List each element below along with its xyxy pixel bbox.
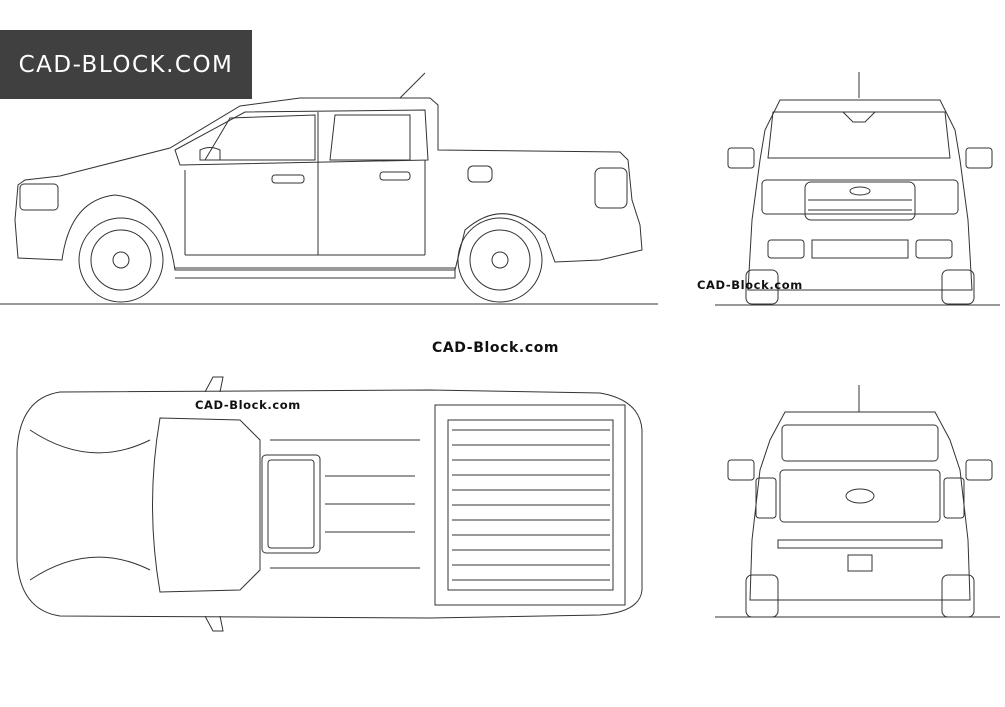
rear-view — [715, 385, 1000, 618]
windshield-top — [152, 417, 261, 593]
front-window — [204, 114, 316, 161]
rear-window — [329, 114, 411, 161]
body-outline — [14, 97, 643, 271]
lower-grille — [811, 239, 909, 259]
front-tire — [941, 269, 975, 305]
mirror-left — [727, 459, 755, 481]
rear-window — [781, 424, 939, 462]
mirror-right — [965, 147, 993, 169]
top-body-outline — [16, 389, 643, 619]
fog-light — [915, 239, 953, 259]
door-handle — [271, 174, 305, 184]
bed-ribs — [452, 429, 610, 581]
windshield — [767, 111, 951, 159]
window-frame — [174, 109, 429, 166]
rear-tire — [941, 574, 975, 618]
tailgate — [779, 469, 941, 523]
watermark: CAD-Block.com — [432, 340, 560, 356]
sunroof — [261, 454, 321, 554]
watermark: CAD-Block.com — [195, 398, 301, 412]
rear-tire — [745, 574, 779, 618]
front-wheel — [78, 217, 164, 303]
logo-text: CAD-BLOCK.COM — [18, 51, 234, 78]
mirror-right — [965, 459, 993, 481]
watermark: CAD-Block.com — [697, 278, 803, 292]
rear-bumper-step — [777, 539, 943, 549]
mirror-left — [727, 147, 755, 169]
fuel-door — [467, 165, 493, 183]
grille — [804, 181, 916, 221]
rear-wheel — [457, 217, 543, 303]
top-view — [16, 376, 643, 632]
antenna — [399, 72, 426, 99]
hitch — [847, 554, 873, 572]
headlight-bar — [761, 179, 959, 215]
tail-light — [594, 167, 628, 209]
side-view — [0, 72, 658, 305]
fog-light — [767, 239, 805, 259]
door-handle — [379, 171, 411, 181]
ford-logo — [845, 488, 875, 504]
ford-logo — [849, 186, 871, 196]
rear-body-outline — [749, 411, 971, 601]
mirror-top — [204, 615, 224, 632]
front-body-outline — [747, 99, 973, 291]
tail-light — [755, 477, 777, 519]
headlight — [19, 183, 59, 211]
front-view — [715, 72, 1000, 306]
mirror-top — [204, 376, 224, 393]
tail-light — [943, 477, 965, 519]
site-logo: CAD-BLOCK.COM — [0, 30, 252, 99]
front-tire — [745, 269, 779, 305]
mirror — [199, 147, 221, 161]
truck-bed — [434, 404, 626, 606]
